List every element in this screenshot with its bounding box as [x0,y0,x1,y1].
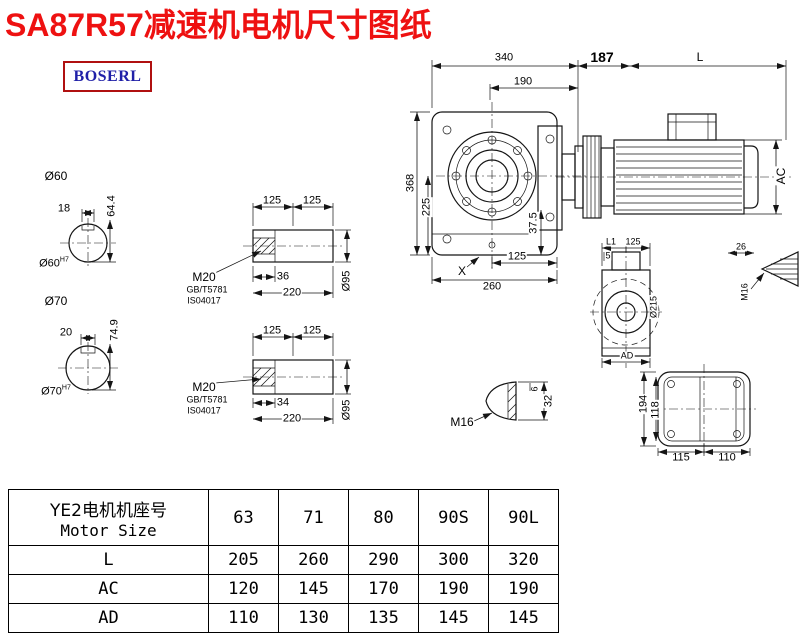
shaft70-fit-value: Ø70 [41,385,62,398]
size-column-header: 90S [418,489,489,546]
sideview-AD-label: AD [619,350,635,361]
side1-dim-125b-label: 125 [301,194,323,207]
table-cell: 300 [418,545,489,575]
side1-total-length-label: 220 [281,286,303,299]
shaft70-key-width-label: 20 [58,326,74,339]
table-cell: 145 [488,603,559,633]
sideview-dia215-label: Ø215 [648,294,659,320]
sideview-M16-label: M16 [739,282,750,302]
rearview-115-label: 115 [671,451,691,464]
table-cell: 145 [278,574,349,604]
shaft60-height-label: 64.4 [105,194,118,218]
motor-size-header-cn: YE2电机机座号 [50,500,167,521]
gearbox-front-view-drawing [410,60,787,284]
side2-standard2-label: IS04017 [186,405,222,416]
table-row-label: L [8,545,209,575]
shaft-section-60-drawing [60,209,116,268]
dim-340-label: 340 [493,51,515,64]
side2-dim-125b-label: 125 [301,324,323,337]
table-row-label: AC [8,574,209,604]
side1-diameter-label: Ø95 [340,269,353,293]
dim-125-label: 125 [506,250,528,263]
side1-standard2-label: IS04017 [186,295,222,306]
dim-190-label: 190 [512,75,534,88]
table-cell: 130 [278,603,349,633]
table-cell: 290 [348,545,419,575]
table-cell: 120 [208,574,279,604]
plug-32-label: 32 [542,393,555,409]
sideview-125-label: 125 [624,236,642,247]
table-cell: 190 [418,574,489,604]
side2-key-length-label: 34 [275,396,291,409]
shaft60-fit-value: Ø60 [39,257,60,270]
plug-M16-label: M16 [449,415,475,429]
side1-dim-125a-label: 125 [261,194,283,207]
side2-standard1-label: GB/T5781 [185,394,229,405]
side2-total-length-label: 220 [281,412,303,425]
motor-side-view-drawing [556,113,792,219]
table-cell: 205 [208,545,279,575]
shaft-side-view-1-drawing [214,203,351,298]
rearview-118-label: 118 [649,400,662,420]
table-cell: 190 [488,574,559,604]
shaft60-key-width-label: 18 [56,202,72,215]
sideview-26-label: 26 [734,241,748,252]
size-column-header: 63 [208,489,279,546]
dim-L-label: L [695,50,705,64]
table-row-AC: AC 120 145 170 190 190 [8,574,559,604]
sideview-L1-label: L1 [604,236,618,247]
motor-dimension-table: YE2电机机座号 Motor Size 63 71 80 90S 90L L 2… [8,489,559,633]
side2-dim-125a-label: 125 [261,324,283,337]
shaft60-fit-tolerance: H7 [59,256,69,264]
table-cell: 320 [488,545,559,575]
shaft70-fit-tolerance: H7 [61,384,71,392]
dim-368-label: 368 [404,172,417,194]
shaft60-title: Ø60 [43,169,69,183]
shaft70-fit-label: Ø70H7 [40,384,72,398]
shaft70-title: Ø70 [43,294,69,308]
side1-thread-label: M20 [191,270,217,284]
table-cell: 260 [278,545,349,575]
rearview-194-label: 194 [637,393,650,415]
sideview-5-label: 5 [604,250,612,261]
table-header-row: YE2电机机座号 Motor Size 63 71 80 90S 90L [8,489,559,546]
dim-187-label: 187 [589,49,615,65]
shaft70-height-label: 74.9 [108,318,121,342]
table-cell: 135 [348,603,419,633]
dim-X-label: X [456,264,468,278]
side2-diameter-label: Ø95 [340,398,353,422]
table-row-L: L 205 260 290 300 320 [8,545,559,575]
plug-detail-drawing [473,381,548,422]
shaft-side-view-2-drawing [214,333,351,424]
table-cell: 145 [418,603,489,633]
boserl-logo: BOSERL [63,61,152,92]
size-column-header: 71 [278,489,349,546]
table-row-AD: AD 110 130 135 145 145 [8,603,559,633]
table-row-label: AD [8,603,209,633]
table-cell: 170 [348,574,419,604]
shaft-section-70-drawing [58,334,120,394]
side1-standard1-label: GB/T5781 [185,284,229,295]
dim-225-label: 225 [420,196,433,218]
page-title: SA87R57减速机电机尺寸图纸 [5,7,432,43]
dim-37-5-label: 37.5 [527,211,540,235]
table-cell: 110 [208,603,279,633]
cone-detail-drawing [728,250,799,290]
shaft60-fit-label: Ø60H7 [38,256,70,270]
side2-thread-label: M20 [191,380,217,394]
motor-size-header-en: Motor Size [60,520,157,540]
dim-AC-label: AC [774,166,788,186]
size-column-header: 90L [488,489,559,546]
plug-6-label: 6 [529,385,540,393]
size-column-header: 80 [348,489,419,546]
motor-size-header-cell: YE2电机机座号 Motor Size [8,489,209,546]
dim-260-label: 260 [481,280,503,293]
rearview-110-label: 110 [717,451,737,464]
side1-key-length-label: 36 [275,270,291,283]
